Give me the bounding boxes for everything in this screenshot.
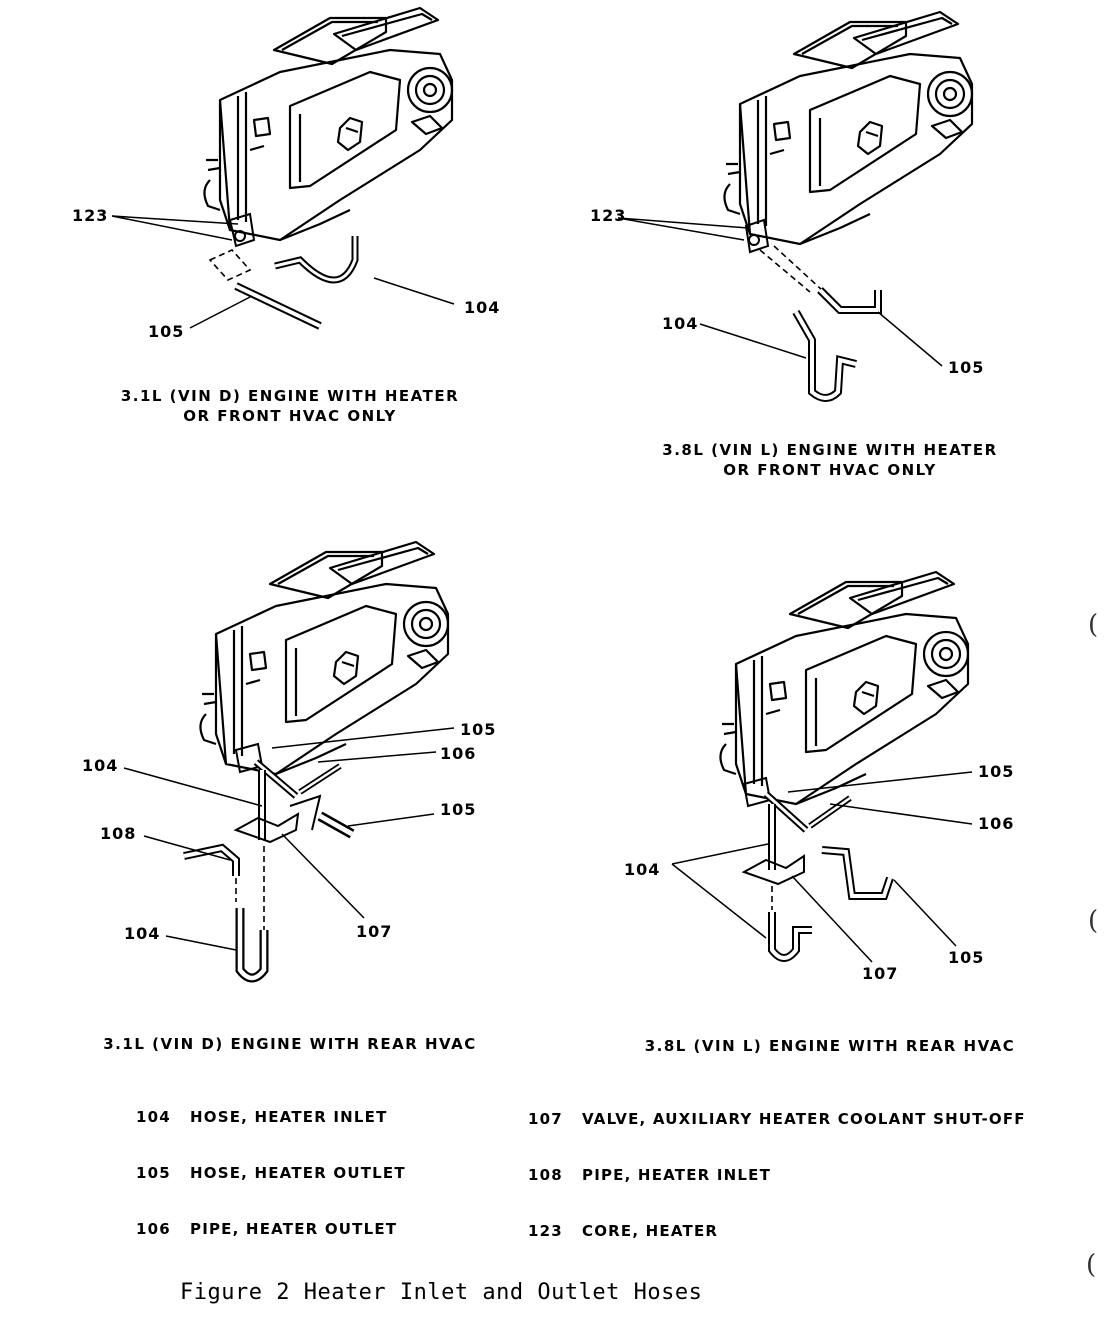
caption-line-1: 3.1L (VIN D) ENGINE WITH HEATER — [120, 387, 460, 405]
callout-106: 106 — [978, 814, 1015, 833]
callout-104: 104 — [82, 756, 119, 775]
legend-number: 104 — [136, 1108, 171, 1126]
legend-label: CORE, HEATER — [582, 1222, 719, 1240]
callout-104: 104 — [662, 314, 699, 333]
callout-105: 105 — [440, 800, 477, 819]
legend-label: HOSE, HEATER OUTLET — [190, 1164, 406, 1182]
panel-caption: 3.8L (VIN L) ENGINE WITH HEATER OR FRONT… — [620, 440, 1040, 480]
legend-label: PIPE, HEATER OUTLET — [190, 1220, 398, 1238]
caption-line-2: OR FRONT HVAC ONLY — [723, 461, 937, 479]
legend-item-105: 105 HOSE, HEATER OUTLET — [136, 1164, 406, 1182]
callout-123: 123 — [72, 206, 109, 225]
legend-number: 123 — [528, 1222, 563, 1240]
legend-item-123: 123 CORE, HEATER — [528, 1222, 718, 1240]
legend-item-108: 108 PIPE, HEATER INLET — [528, 1166, 771, 1184]
scan-edge-mark: ( — [1088, 906, 1099, 936]
diagram-panel-3-1l-front-only: 123 104 105 3.1L (VIN D) ENGINE WITH HEA… — [0, 0, 550, 440]
legend-label: HOSE, HEATER INLET — [190, 1108, 388, 1126]
callout-105: 105 — [978, 762, 1015, 781]
legend-item-106: 106 PIPE, HEATER OUTLET — [136, 1220, 397, 1238]
legend-number: 106 — [136, 1220, 171, 1238]
legend-number: 108 — [528, 1166, 563, 1184]
caption-line-1: 3.8L (VIN L) ENGINE WITH HEATER — [662, 441, 998, 459]
legend-number: 107 — [528, 1110, 563, 1128]
panel-caption: 3.8L (VIN L) ENGINE WITH REAR HVAC — [600, 1036, 1060, 1056]
scan-edge-mark: ( — [1086, 1250, 1097, 1280]
callout-105: 105 — [948, 948, 985, 967]
callout-107: 107 — [862, 964, 899, 983]
caption-line-1: 3.8L (VIN L) ENGINE WITH REAR HVAC — [644, 1037, 1016, 1055]
legend-item-104: 104 HOSE, HEATER INLET — [136, 1108, 388, 1126]
callout-106: 106 — [440, 744, 477, 763]
callout-104: 104 — [124, 924, 161, 943]
panel-caption: 3.1L (VIN D) ENGINE WITH REAR HVAC — [60, 1034, 520, 1054]
callout-104: 104 — [624, 860, 661, 879]
hvac-assembly-illustration — [123, 540, 455, 983]
hvac-assembly-illustration — [617, 10, 974, 402]
caption-line-2: OR FRONT HVAC ONLY — [183, 407, 397, 425]
callout-108: 108 — [100, 824, 137, 843]
diagram-panel-3-8l-front-only: 123 104 105 3.8L (VIN L) ENGINE WITH HEA… — [560, 0, 1104, 490]
diagram-panel-3-1l-rear-hvac: 105 106 104 105 108 107 104 3.1L (VIN D)… — [0, 530, 550, 1070]
hvac-assembly-illustration — [671, 570, 973, 963]
callout-107: 107 — [356, 922, 393, 941]
legend-label: VALVE, AUXILIARY HEATER COOLANT SHUT-OFF — [582, 1110, 1026, 1128]
diagram-panel-3-8l-rear-hvac: 105 106 104 107 105 3.8L (VIN L) ENGINE … — [560, 560, 1104, 1070]
hvac-assembly-illustration — [111, 6, 455, 330]
callout-105: 105 — [148, 322, 185, 341]
figure-title: Figure 2 Heater Inlet and Outlet Hoses — [180, 1280, 703, 1305]
callout-105: 105 — [460, 720, 497, 739]
callout-105: 105 — [948, 358, 985, 377]
legend-label: PIPE, HEATER INLET — [582, 1166, 772, 1184]
legend-number: 105 — [136, 1164, 171, 1182]
callout-104: 104 — [464, 298, 501, 317]
legend-item-107: 107 VALVE, AUXILIARY HEATER COOLANT SHUT-… — [528, 1110, 1026, 1128]
caption-line-1: 3.1L (VIN D) ENGINE WITH REAR HVAC — [103, 1035, 477, 1053]
callout-123: 123 — [590, 206, 627, 225]
scan-edge-mark: ( — [1088, 610, 1099, 640]
panel-caption: 3.1L (VIN D) ENGINE WITH HEATER OR FRONT… — [80, 386, 500, 426]
